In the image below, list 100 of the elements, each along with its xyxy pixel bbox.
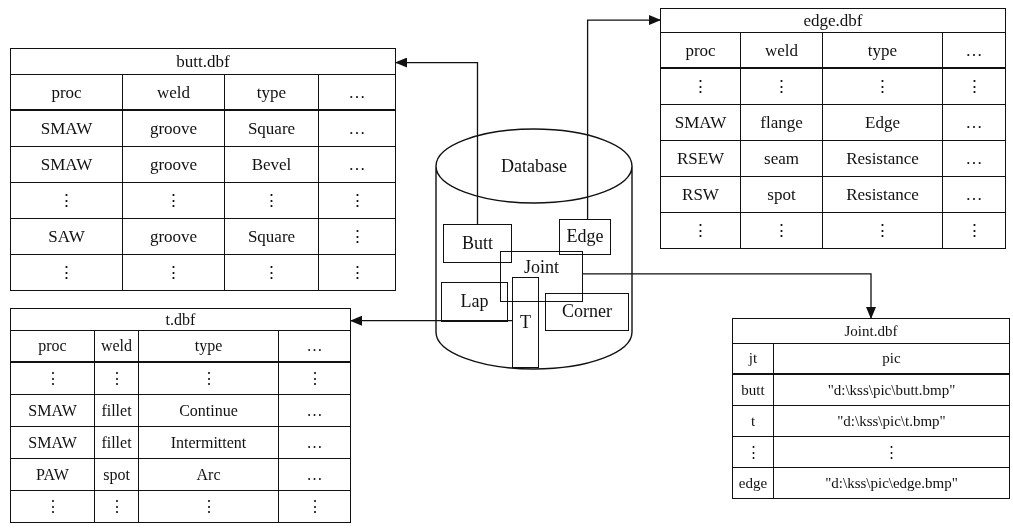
database-label: Database xyxy=(501,156,567,177)
table-cell: ⋮ xyxy=(943,69,1006,105)
table-cell: ⋮ xyxy=(225,255,319,291)
table-cell: spot xyxy=(95,459,139,491)
joint-type-box: Edge xyxy=(559,219,611,255)
column-header: … xyxy=(319,75,396,111)
data-table xyxy=(10,308,351,523)
column-header: … xyxy=(279,331,351,363)
table-cell: groove xyxy=(123,111,225,147)
column-header: weld xyxy=(95,331,139,363)
table-title: butt.dbf xyxy=(11,49,396,75)
joint-type-box: Butt xyxy=(443,224,512,263)
table-cell: Resistance xyxy=(823,141,943,177)
table-cell: Edge xyxy=(823,105,943,141)
table-cell: … xyxy=(943,105,1006,141)
table-cell: Square xyxy=(225,219,319,255)
table-cell: … xyxy=(943,141,1006,177)
table-cell: ⋮ xyxy=(733,437,774,468)
connector-arrow xyxy=(350,315,513,326)
table-cell: ⋮ xyxy=(319,219,396,255)
column-header: pic xyxy=(774,344,1010,375)
connector-arrow xyxy=(582,273,876,319)
table-cell: ⋮ xyxy=(943,213,1006,249)
table-cell: SMAW xyxy=(661,105,741,141)
table-cell: flange xyxy=(741,105,823,141)
table-cell: Square xyxy=(225,111,319,147)
table-cell: SMAW xyxy=(11,427,95,459)
column-header: … xyxy=(943,33,1006,69)
table-cell: … xyxy=(319,147,396,183)
table-cell: ⋮ xyxy=(95,363,139,395)
table-cell: … xyxy=(319,111,396,147)
table-cell: groove xyxy=(123,147,225,183)
column-header: type xyxy=(823,33,943,69)
table-cell: t xyxy=(733,406,774,437)
table-cell: groove xyxy=(123,219,225,255)
table-cell: fillet xyxy=(95,395,139,427)
table-cell: ⋮ xyxy=(823,213,943,249)
table-cell: ⋮ xyxy=(319,255,396,291)
table-cell: Continue xyxy=(139,395,279,427)
column-header: weld xyxy=(741,33,823,69)
table-cell: ⋮ xyxy=(123,183,225,219)
table-cell: ⋮ xyxy=(661,69,741,105)
table-cell: ⋮ xyxy=(279,491,351,523)
table-cell: … xyxy=(279,459,351,491)
table-cell: SMAW xyxy=(11,147,123,183)
table-cell: ⋮ xyxy=(823,69,943,105)
table-cell: "d:\kss\pic\butt.bmp" xyxy=(774,375,1010,406)
database-cylinder xyxy=(435,128,633,370)
table-cell: Bevel xyxy=(225,147,319,183)
connector-arrow xyxy=(586,15,661,220)
table-cell: Arc xyxy=(139,459,279,491)
table-cell: ⋮ xyxy=(11,491,95,523)
table-cell: SAW xyxy=(11,219,123,255)
data-table xyxy=(10,48,396,291)
table-cell: ⋮ xyxy=(123,255,225,291)
table-cell: ⋮ xyxy=(741,213,823,249)
table-cell: fillet xyxy=(95,427,139,459)
table-cell: ⋮ xyxy=(279,363,351,395)
data-table xyxy=(660,8,1006,249)
table-cell: ⋮ xyxy=(741,69,823,105)
table-cell: RSEW xyxy=(661,141,741,177)
table-cell: ⋮ xyxy=(11,363,95,395)
table-cell: Resistance xyxy=(823,177,943,213)
column-header: jt xyxy=(733,344,774,375)
table-cell: SMAW xyxy=(11,111,123,147)
joint-type-box: Corner xyxy=(545,293,629,331)
table-cell: "d:\kss\pic\t.bmp" xyxy=(774,406,1010,437)
connector-arrow xyxy=(395,57,479,225)
table-cell: SMAW xyxy=(11,395,95,427)
table-title: t.dbf xyxy=(11,309,351,331)
column-header: type xyxy=(139,331,279,363)
joint-type-box: Joint xyxy=(500,251,583,302)
table-cell: spot xyxy=(741,177,823,213)
table-cell: PAW xyxy=(11,459,95,491)
column-header: proc xyxy=(11,331,95,363)
table-cell: ⋮ xyxy=(661,213,741,249)
table-cell: ⋮ xyxy=(139,491,279,523)
column-header: proc xyxy=(11,75,123,111)
table-cell: ⋮ xyxy=(11,255,123,291)
table-cell: ⋮ xyxy=(139,363,279,395)
table-cell: ⋮ xyxy=(225,183,319,219)
joint-type-box: Lap xyxy=(441,282,508,322)
joint-type-box: T xyxy=(512,277,539,368)
table-cell: … xyxy=(279,395,351,427)
table-cell: ⋮ xyxy=(319,183,396,219)
table-cell: "d:\kss\pic\edge.bmp" xyxy=(774,468,1010,499)
table-title: Joint.dbf xyxy=(733,319,1010,344)
table-cell: Intermittent xyxy=(139,427,279,459)
column-header: type xyxy=(225,75,319,111)
table-title: edge.dbf xyxy=(661,9,1006,33)
column-header: weld xyxy=(123,75,225,111)
table-cell: … xyxy=(279,427,351,459)
table-cell: … xyxy=(943,177,1006,213)
table-cell: seam xyxy=(741,141,823,177)
table-cell: ⋮ xyxy=(11,183,123,219)
data-table xyxy=(732,318,1010,499)
table-cell: ⋮ xyxy=(95,491,139,523)
table-cell: edge xyxy=(733,468,774,499)
table-cell: ⋮ xyxy=(774,437,1010,468)
column-header: proc xyxy=(661,33,741,69)
